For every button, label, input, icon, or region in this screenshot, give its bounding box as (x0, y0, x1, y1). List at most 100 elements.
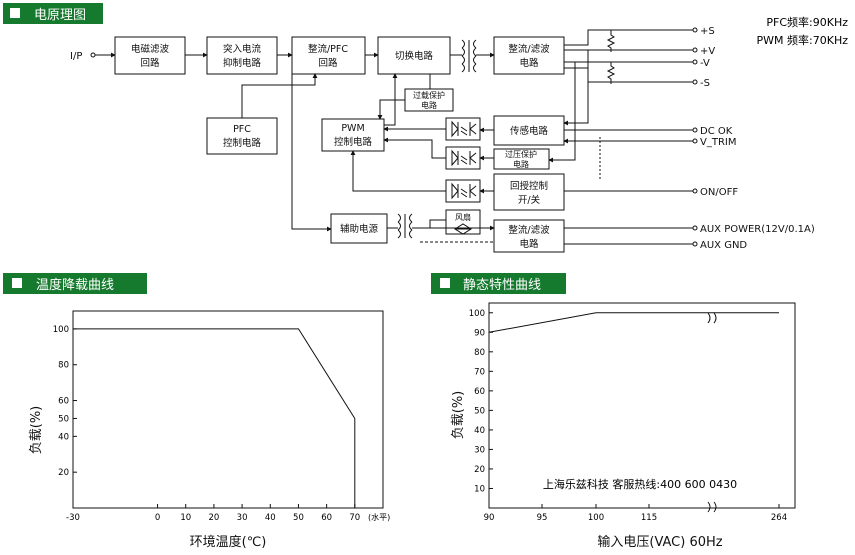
static-x-tick-label: 264 (771, 513, 787, 523)
input-label: I/P (70, 51, 82, 62)
opto-coupler-icon (445, 146, 481, 170)
derating-series-line (73, 328, 356, 508)
header-static-text: 静态特性曲线 (463, 278, 541, 293)
opto-coupler-icon (445, 117, 481, 141)
derating-y-tick-label: 40 (58, 432, 69, 442)
opto-coupler-icon (445, 179, 481, 203)
svg-text:电磁滤波: 电磁滤波 (131, 43, 170, 55)
output-plus-v: +V (700, 46, 715, 57)
svg-text:回授控制: 回授控制 (510, 180, 548, 192)
static-x-tick-label: 100 (588, 513, 604, 523)
svg-text:电路: 电路 (519, 57, 539, 69)
derating-x-tick-label: 50 (293, 513, 304, 523)
static-y-tick-label: 50 (474, 406, 485, 416)
watermark-text: 上海乐兹科技 客服热线:400 600 0430 (543, 477, 737, 491)
svg-text:抑制电路: 抑制电路 (223, 57, 262, 69)
static-y-tick-label: 80 (474, 348, 485, 358)
static-y-tick-label: 40 (474, 426, 485, 436)
header-derating: 温度降载曲线 (3, 273, 147, 294)
pwm-frequency: PWM 频率:70KHz (757, 33, 849, 47)
block-remote: 回授控制 开/关 (493, 173, 565, 211)
static-y-tick-label: 100 (469, 309, 485, 319)
derating-y-tick-label: 100 (53, 325, 69, 335)
resistor-icon (606, 62, 616, 84)
output-minus-v: -V (700, 58, 710, 69)
block-emi: 电磁滤波 回路 (114, 36, 186, 75)
svg-text:突入电流: 突入电流 (223, 43, 262, 55)
svg-text:开/关: 开/关 (518, 194, 541, 206)
output-minus-s: -S (700, 78, 710, 89)
svg-text:切换电路: 切换电路 (395, 50, 434, 62)
static-y-tick-label: 10 (474, 484, 485, 494)
svg-text:控制电路: 控制电路 (223, 137, 262, 149)
svg-text:电路: 电路 (519, 238, 539, 250)
derating-x-tick-label: -30 (66, 513, 80, 523)
derating-xlabel: 环境温度(℃) (190, 534, 267, 550)
derating-x-tick-label: 60 (321, 513, 332, 523)
svg-text:过压保护: 过压保护 (505, 149, 537, 159)
svg-text:回路: 回路 (140, 57, 160, 69)
block-fan: 风扇 (445, 209, 481, 235)
static-y-tick-label: 30 (474, 445, 485, 455)
block-pfc-ctrl: PFC 控制电路 (206, 117, 278, 155)
transformer-icon (397, 213, 413, 239)
derating-plot-frame (72, 310, 384, 509)
static-x-tick-label: 95 (537, 513, 548, 523)
header-block-diagram-text: 电原理图 (34, 8, 86, 23)
static-y-tick-label: 60 (474, 387, 485, 397)
derating-x-tick-label: 10 (180, 513, 191, 523)
block-aux-power: 辅助电源 (330, 213, 388, 244)
fan-icon (454, 223, 472, 235)
derating-x-tick-label: 70 (349, 513, 360, 523)
static-y-tick-label: 20 (474, 465, 485, 475)
block-inrush: 突入电流 抑制电路 (206, 36, 278, 75)
derating-y-tick-label: 20 (58, 468, 69, 478)
output-plus-s: +S (700, 26, 715, 37)
svg-text:控制电路: 控制电路 (334, 136, 373, 148)
derating-x-tick-label: 0 (155, 513, 160, 523)
derating-x-tick-label: 30 (237, 513, 248, 523)
derating-y-tick-label: 60 (58, 397, 69, 407)
wires (90, 27, 698, 247)
header-derating-text: 温度降载曲线 (36, 277, 114, 293)
static-y-tick-label: 70 (474, 367, 485, 377)
transformer-icon (461, 39, 477, 73)
svg-text:回路: 回路 (318, 57, 338, 69)
svg-text:整流/滤波: 整流/滤波 (508, 43, 550, 55)
static-chart: 100 90 80 70 60 50 40 30 20 10 90 95 100 115 264 上海乐兹… (451, 302, 796, 550)
static-xlabel: 输入电压(VAC) 60Hz (597, 534, 722, 550)
axis-break-icon (707, 312, 717, 513)
header-static: 静态特性曲线 (431, 273, 566, 294)
header-block-diagram: 电原理图 (3, 3, 103, 24)
static-x-tick-label: 115 (641, 513, 657, 523)
block-aux-filter: 整流/滤波 电路 (493, 219, 565, 253)
signal-aux-gnd: AUX GND (700, 240, 747, 251)
signal-v-trim: V_TRIM (700, 137, 736, 148)
pfc-frequency: PFC频率:90KHz (766, 15, 848, 29)
block-sense: 传感电路 (493, 115, 565, 146)
svg-text:整流/滤波: 整流/滤波 (508, 224, 550, 236)
resistor-icon (606, 30, 616, 52)
static-x-tick-label: 90 (484, 513, 495, 523)
derating-ylabel: 负载(%) (29, 406, 44, 455)
signal-on-off: ON/OFF (700, 187, 738, 198)
block-rect-pfc: 整流/PFC 回路 (291, 36, 366, 75)
static-x-ticks: 90 95 100 115 264 (484, 504, 787, 523)
derating-x-unit: (水平) (368, 512, 390, 522)
svg-text:电路: 电路 (421, 100, 437, 110)
block-switch: 切换电路 (377, 36, 451, 75)
static-y-tick-label: 90 (474, 328, 485, 338)
signal-aux-power: AUX POWER(12V/0.1A) (700, 224, 815, 235)
svg-text:电路: 电路 (513, 159, 529, 169)
block-ovp: 过压保护 电路 (493, 148, 550, 170)
svg-text:传感电路: 传感电路 (510, 125, 549, 137)
derating-x-tick-label: 40 (265, 513, 276, 523)
svg-text:整流/PFC: 整流/PFC (308, 43, 348, 55)
svg-text:辅助电源: 辅助电源 (340, 223, 379, 235)
svg-text:风扇: 风扇 (455, 212, 471, 222)
block-out-filter: 整流/滤波 电路 (493, 36, 565, 75)
static-series-line (488, 312, 779, 333)
